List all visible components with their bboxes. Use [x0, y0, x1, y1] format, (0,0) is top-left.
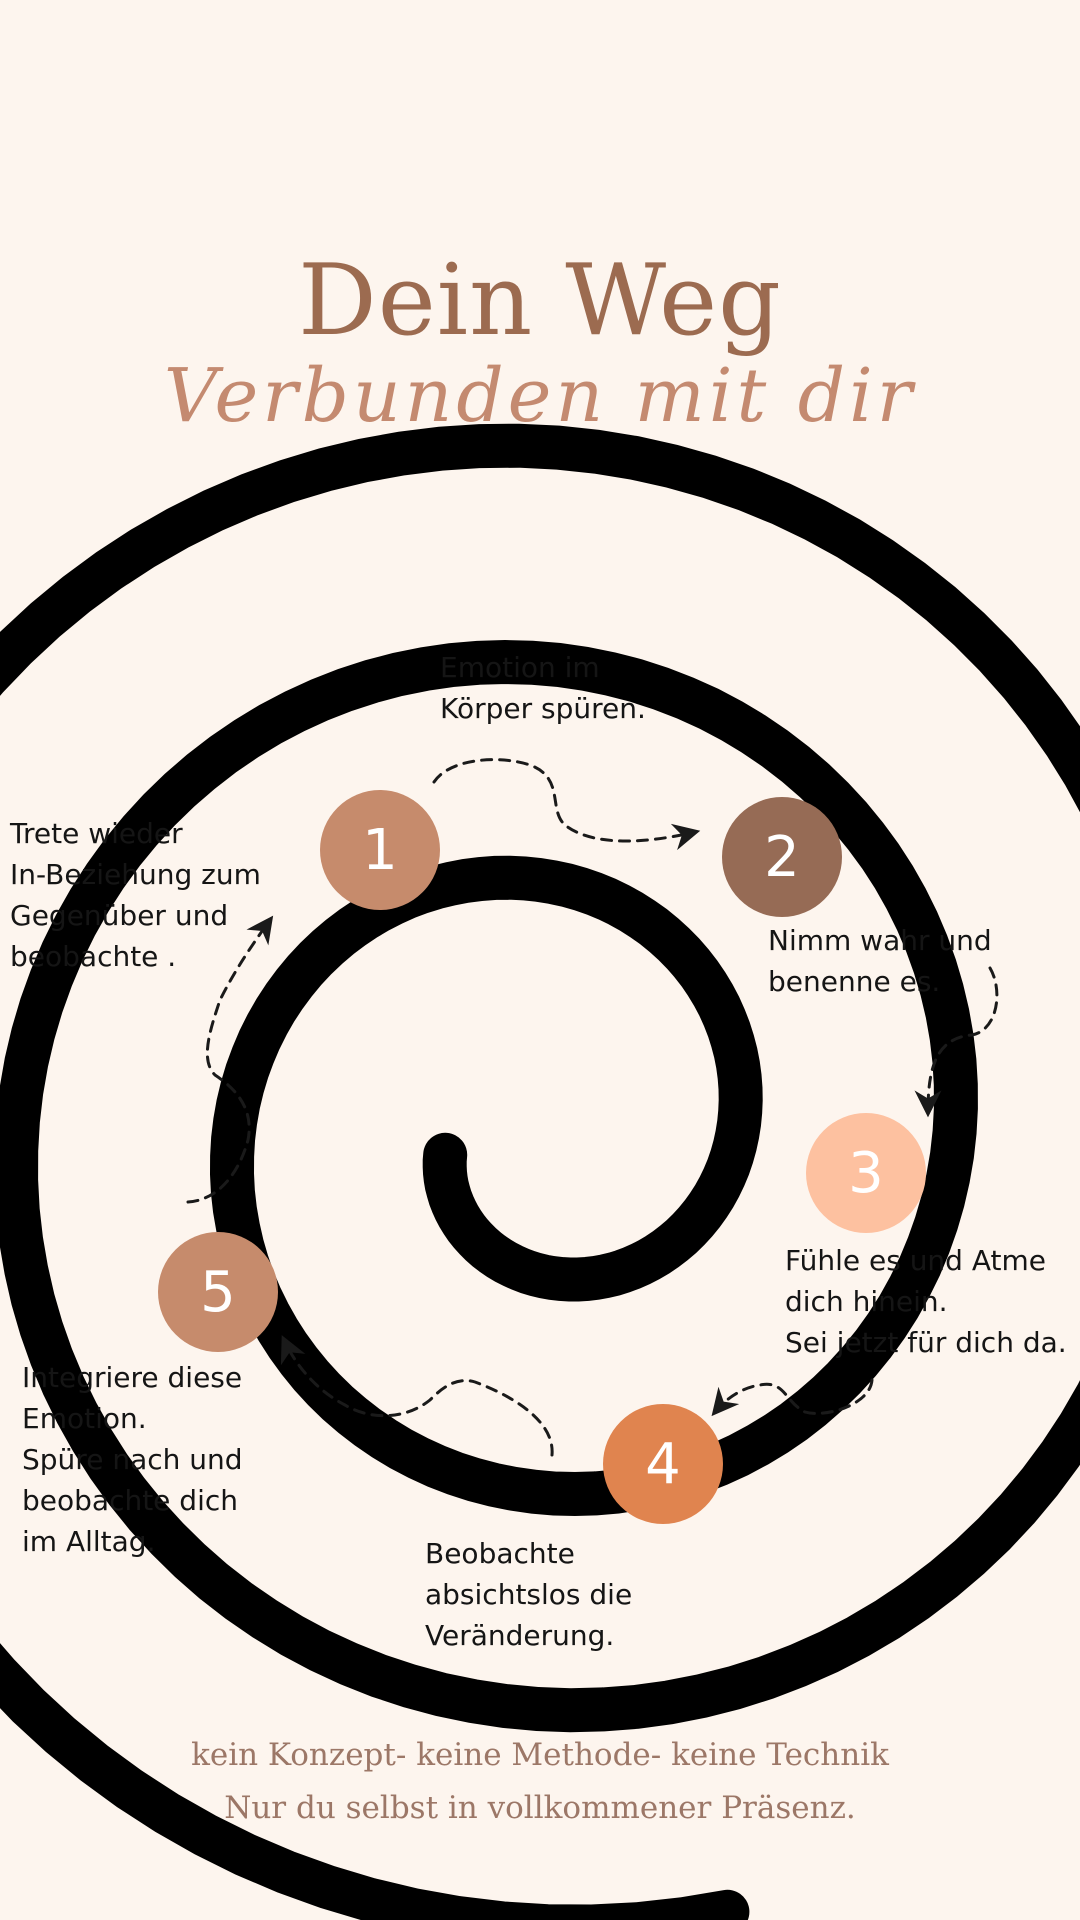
dashed-arrow-icon: [186, 915, 274, 1204]
dashed-arrow-icon: [711, 1378, 874, 1417]
step-2-text: Nimm wahr und benenne es.: [768, 924, 992, 998]
spiral-icon: [0, 423, 1080, 1920]
step-1-circle: 1: [320, 790, 440, 910]
footer-line-1: kein Konzept- keine Methode- keine Techn…: [191, 1737, 889, 1773]
step-3-text: Fühle es und Atme dich hinein. Sei jetzt…: [785, 1244, 1067, 1359]
dashed-arrow-icon: [432, 758, 701, 851]
footer-line-2: Nur du selbst in vollkommener Präsenz.: [224, 1790, 856, 1826]
dashed-arrow-icon: [280, 1335, 554, 1457]
step-1-text: Emotion im Körper spüren.: [440, 651, 646, 725]
step-4-circle: 4: [603, 1404, 723, 1524]
step-3-circle: 3: [806, 1113, 926, 1233]
step-2-circle: 2: [722, 797, 842, 917]
page-title: Dein Weg: [298, 244, 782, 358]
closing-step-text: Trete wieder In-Beziehung zum Gegenüber …: [10, 817, 261, 973]
step-5-text: Integriere diese Emotion. Spüre nach und…: [22, 1361, 243, 1558]
dashed-arrow-icon: [914, 966, 999, 1118]
step-5-circle: 5: [158, 1232, 278, 1352]
step-4-text: Beobachte absichtslos die Veränderung.: [425, 1537, 633, 1652]
